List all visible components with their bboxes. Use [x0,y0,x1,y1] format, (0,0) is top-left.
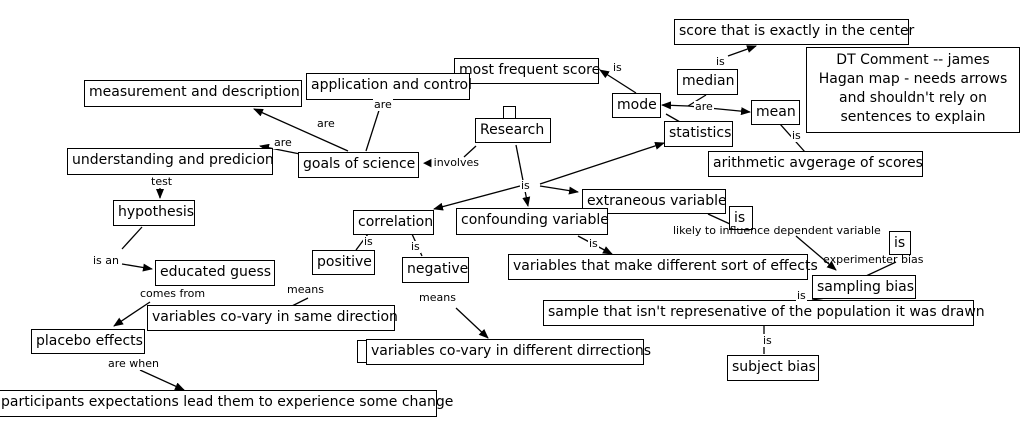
label-likely-to-influence: likely to influence dependent variable [673,224,881,237]
node-most-frequent-score[interactable]: most frequent score [454,58,600,84]
node-is-box-confounding[interactable]: is [729,206,753,230]
node-is-box-experimenter[interactable]: is [889,231,911,255]
label-is-most-mode: is [612,61,623,74]
link-median-to-center [727,45,757,57]
label-are-when: are when [107,357,160,370]
label-is-research: is [520,179,531,192]
node-variables-same-direction[interactable]: variables co-vary in same direction [147,305,398,331]
node-dt-comment[interactable]: DT Comment -- james Hagan map - needs ar… [806,47,1020,133]
label-is-subject: is [762,334,773,347]
link-mode-median [687,94,707,107]
node-mode[interactable]: mode [612,93,661,118]
link-research-to-confounding [515,144,531,207]
label-is-confounding: is [588,237,599,250]
link-educated-to-placebo [113,301,151,327]
node-measurement-and-description[interactable]: measurement and description [84,80,302,107]
node-score-center[interactable]: score that is exactly in the center [674,19,914,45]
node-sampling-bias[interactable]: sampling bias [812,275,916,299]
node-variables-different-effects[interactable]: variables that make different sort of ef… [508,254,818,280]
node-application-and-control[interactable]: application and control [306,73,472,100]
link-isan-to-educated-guess [121,263,153,272]
node-variables-different-directions[interactable]: variables co-vary in different dirrectio… [366,339,651,365]
link-hypothesis-to-educated-guess [121,226,143,250]
label-is-sample: is [796,289,807,302]
label-is-negative: is [410,240,421,253]
link-goals-to-understanding [259,143,301,155]
node-statistics[interactable]: statistics [664,121,733,147]
link-confounding-likely [707,213,731,225]
node-mean[interactable]: mean [751,100,800,125]
label-test: test [150,175,174,188]
link-mode-to-most-frequent [599,69,637,94]
label-involves: ◀ involves [422,157,480,169]
label-means-positive: means [286,283,325,296]
label-is-mean-arithmetic: is [791,129,802,142]
label-involves-text: involves [433,156,479,169]
label-is-median-center: is [715,55,726,68]
node-understanding-and-prediction[interactable]: understanding and predicion [67,148,274,175]
link-negative-to-diff-directions [455,307,489,339]
label-are-application: are [373,98,393,111]
label-is-correlation: is [363,235,374,248]
node-arithmetic-average[interactable]: arithmetic avgerage of scores [708,151,923,177]
involves-arrow-icon: ◀ [423,156,434,169]
label-comes-from: comes from [139,287,207,300]
node-confounding-variable[interactable]: confounding variable [456,208,609,235]
node-positive[interactable]: positive [312,250,375,275]
node-educated-guess[interactable]: educated guess [155,260,275,286]
node-goals-of-science[interactable]: goals of science [298,152,419,178]
link-likely-to-sampling [795,235,837,271]
node-hypothesis[interactable]: hypothesis [113,200,195,226]
node-negative[interactable]: negative [402,257,469,283]
label-are-measurement: are [316,117,336,130]
link-research-to-statistics [539,142,665,185]
link-mean-to-mode [661,101,689,110]
label-are-mode-mean: are [694,100,714,113]
label-experimenter-bias: experimenter bias [823,253,924,266]
link-placebo-to-participants [139,369,185,391]
label-means-negative: means [418,291,457,304]
node-placebo-effects[interactable]: placebo effects [31,329,145,354]
link-exp-bias-to-sampling [865,261,897,277]
node-subject-bias[interactable]: subject bias [727,355,819,381]
link-research-to-extraneous [539,185,579,195]
label-are-understanding: are [273,136,293,149]
link-research-involves-goals [463,145,477,158]
label-is-an: is an [92,254,120,267]
link-goals-to-measurement [253,108,349,152]
node-median[interactable]: median [677,69,738,95]
node-participants-expectations[interactable]: participants expectations lead them to e… [0,390,453,417]
link-statistics-to-mode [665,113,681,123]
link-research-to-correlation [433,185,521,211]
node-research[interactable]: Research [475,118,551,143]
node-correlation[interactable]: correlation [353,210,434,235]
node-sample-not-representative[interactable]: sample that isn't represenative of the p… [543,300,985,326]
